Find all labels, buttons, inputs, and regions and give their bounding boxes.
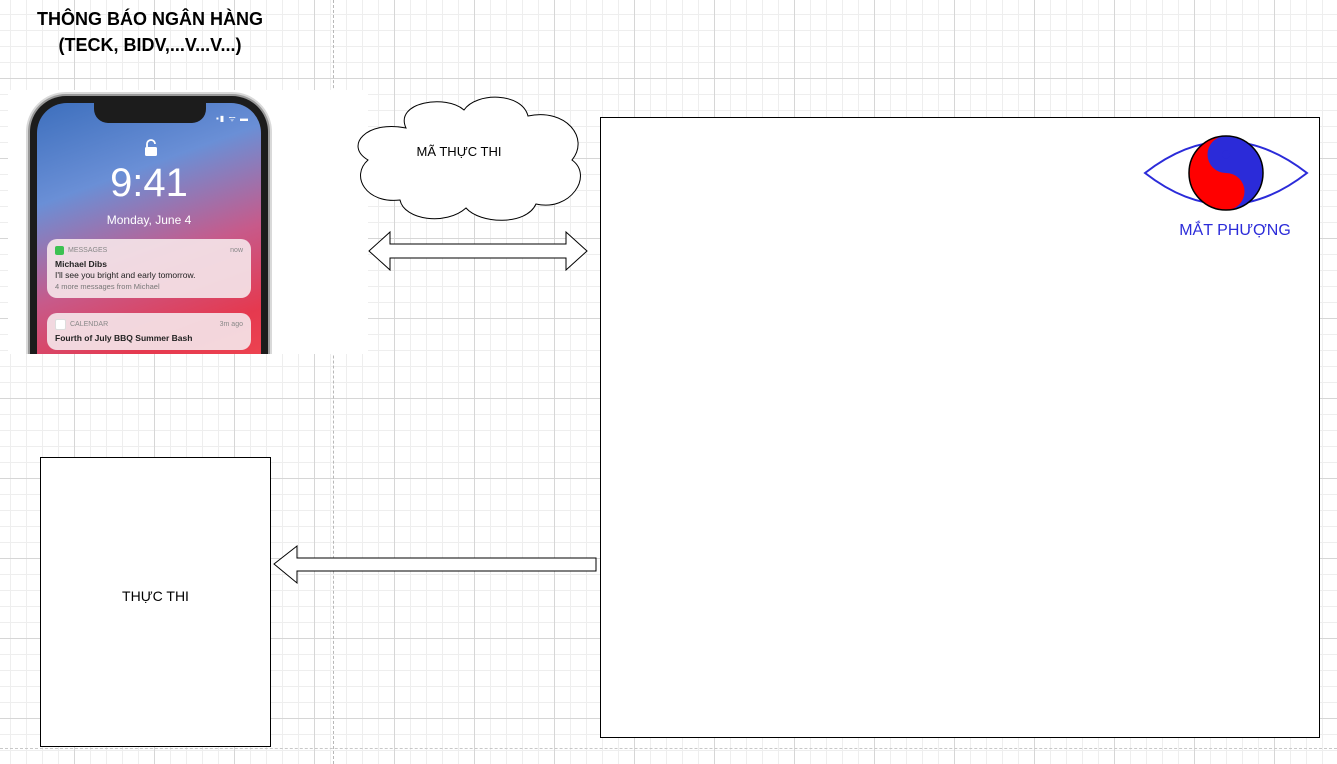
lock-clock: 9:41 [110,161,188,205]
double-arrow[interactable] [368,230,590,272]
exec-box-label: THỰC THI [122,588,189,604]
phone-notch [94,103,206,123]
phone-body: ▪▮ ᯤ ▬ 9:41 Monday, June 4 MESSAGES now … [30,96,268,354]
notification-time: now [230,247,243,254]
left-arrow[interactable] [273,544,599,585]
notification-app: CALENDAR [70,321,109,328]
main-box[interactable] [600,117,1320,738]
notification-title: Michael Dibs [55,259,107,269]
calendar-icon [55,319,66,330]
notification-app: MESSAGES [68,247,108,254]
title-line-1: THÔNG BÁO NGÂN HÀNG [37,9,263,29]
lock-date: Monday, June 4 [106,213,192,227]
notification-calendar[interactable]: CALENDAR 3m ago Fourth of July BBQ Summe… [47,313,251,350]
eye-yin-yang-icon[interactable] [1142,132,1310,214]
phone-image[interactable]: ▪▮ ᯤ ▬ 9:41 Monday, June 4 MESSAGES now … [8,90,368,354]
cloud-label: MÃ THỰC THI [416,144,502,159]
unlock-icon [145,139,157,156]
notification-time: 3m ago [219,321,243,328]
logo-label: MẮT PHƯỢNG [1179,222,1291,239]
diagram-title: THÔNG BÁO NGÂN HÀNG (TECK, BIDV,...V...V… [0,6,300,58]
title-line-2: (TECK, BIDV,...V...V...) [58,35,242,55]
page-boundary-horizontal [0,748,1337,749]
page-boundary-vertical [333,0,334,764]
notification-extra: 4 more messages from Michael [55,282,160,291]
phone-lock-screen: ▪▮ ᯤ ▬ 9:41 Monday, June 4 MESSAGES now … [37,103,261,354]
notification-title: Fourth of July BBQ Summer Bash [55,333,193,343]
signal-wifi-battery-icon: ▪▮ ᯤ ▬ [216,114,249,123]
cloud-shape[interactable] [346,90,594,222]
notification-body: I'll see you bright and early tomorrow. [55,270,196,280]
exec-box[interactable] [40,457,271,747]
messages-icon [55,246,64,255]
notification-messages[interactable]: MESSAGES now Michael Dibs I'll see you b… [47,239,251,298]
